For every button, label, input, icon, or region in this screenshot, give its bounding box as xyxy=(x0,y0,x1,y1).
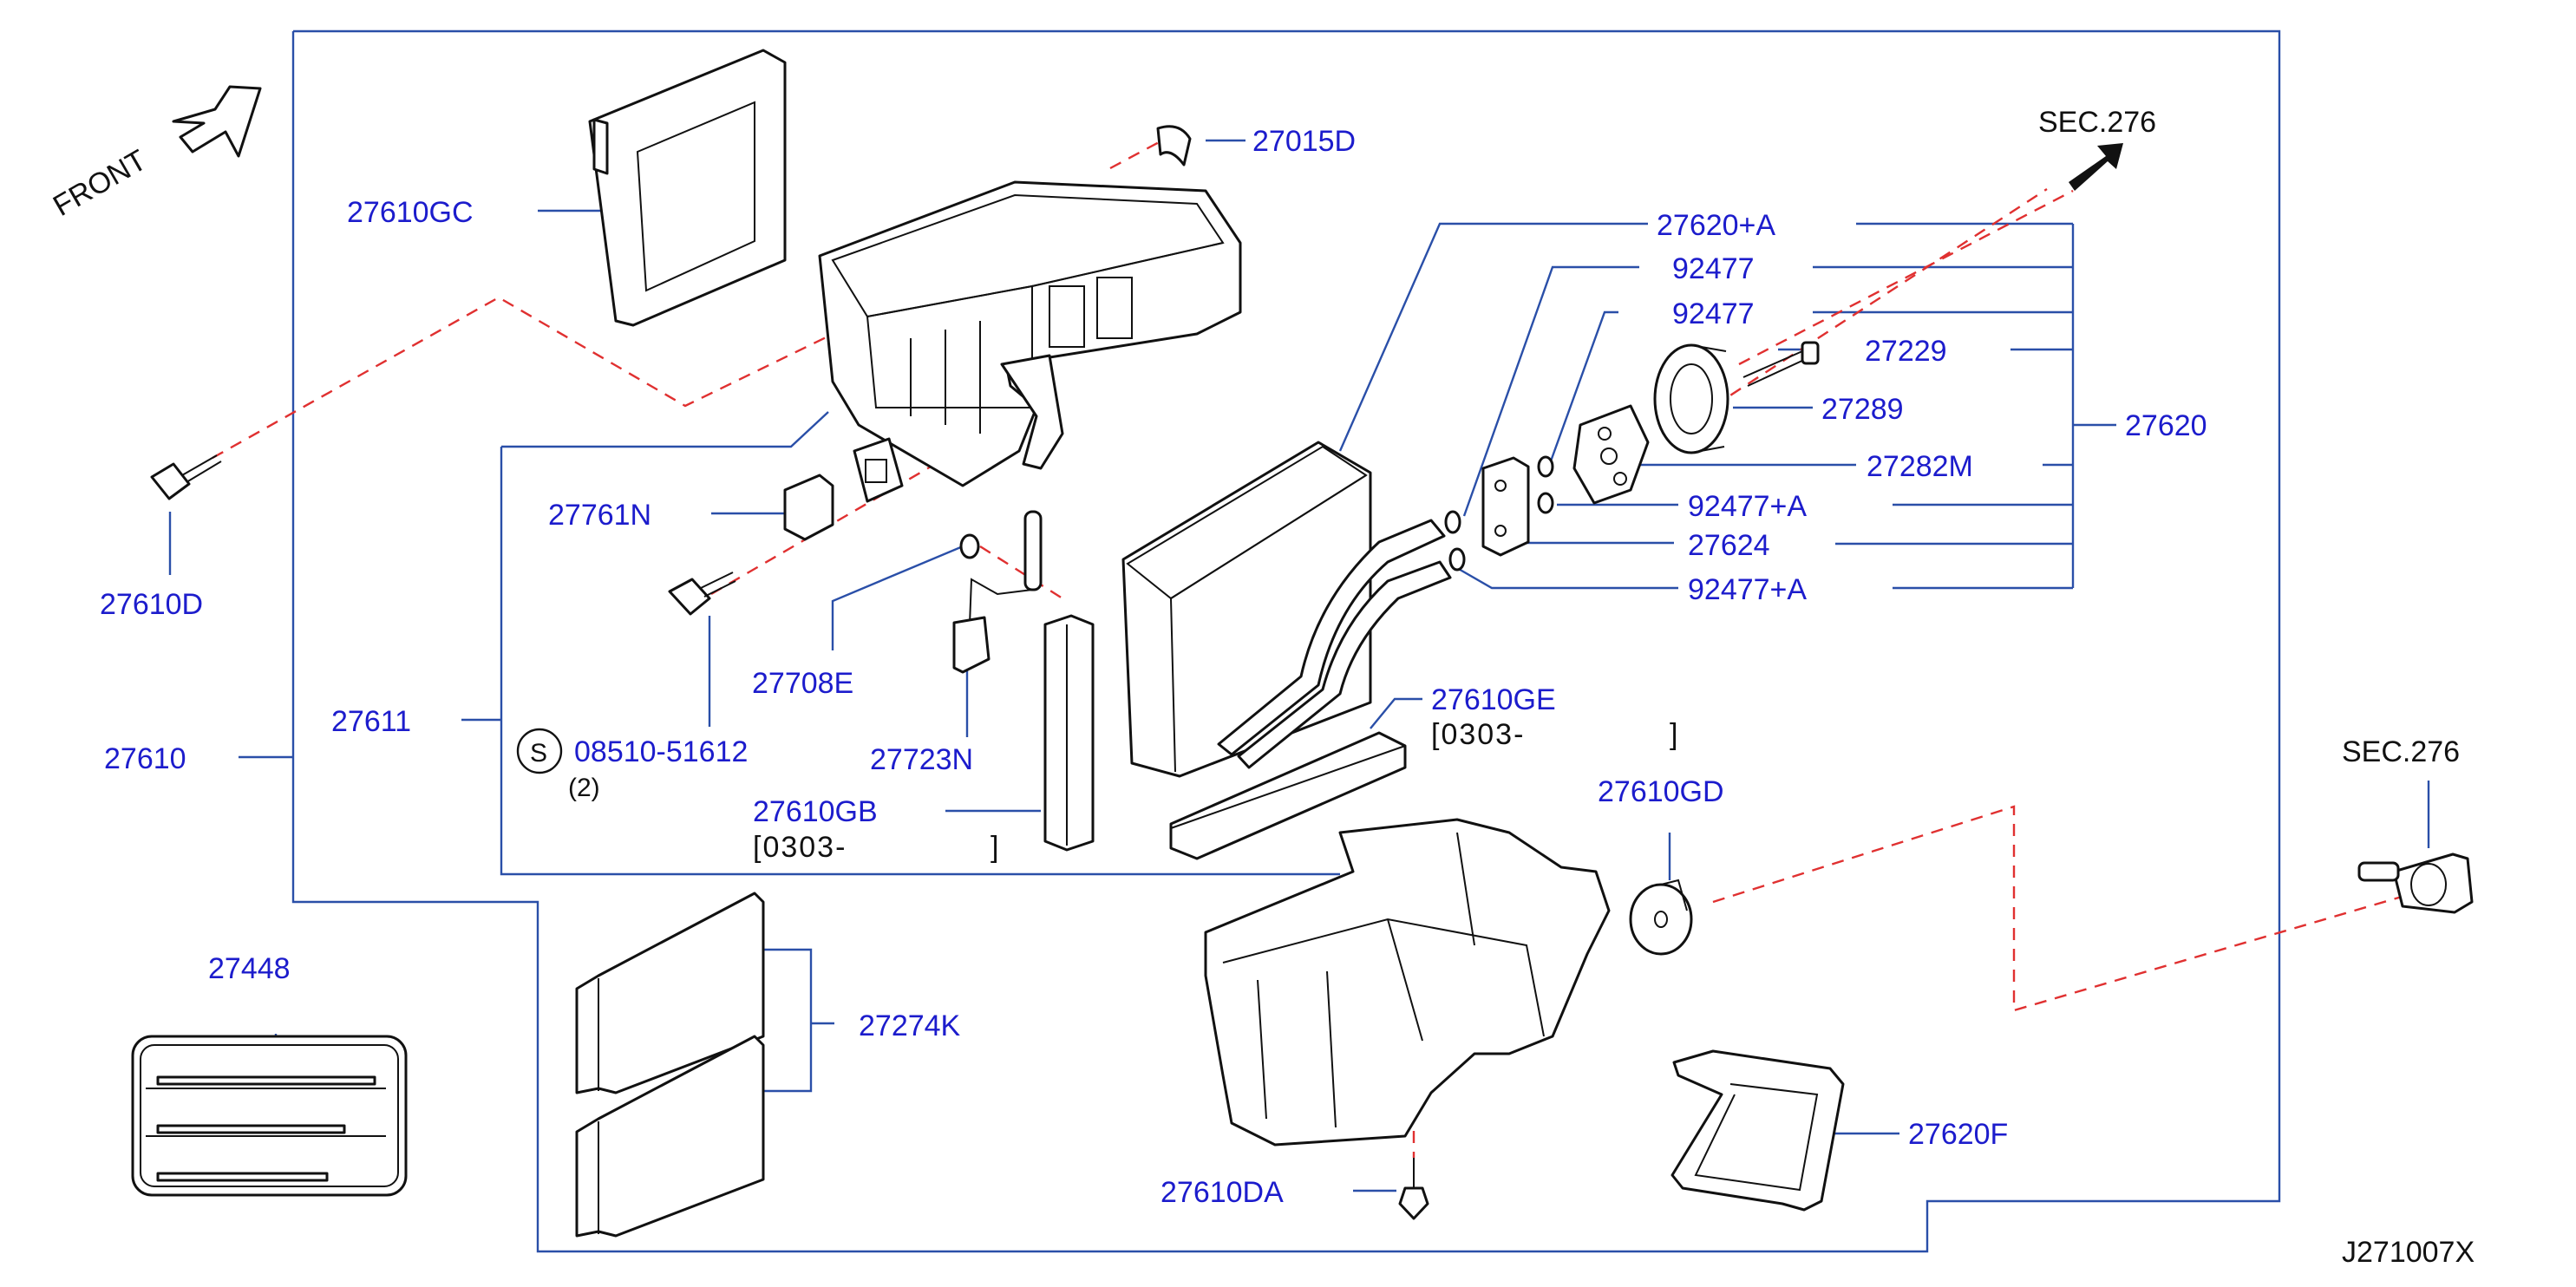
bracket-27620 xyxy=(1813,222,2116,590)
filter-27610GB-icon xyxy=(1043,614,1095,852)
gasket-27610GC-icon xyxy=(588,49,787,327)
part-92477-a-label[interactable]: 92477 xyxy=(1672,252,1755,285)
s-marker-icon xyxy=(516,728,563,774)
evaporator-core-icon xyxy=(1121,441,1452,778)
screw-27610D-icon xyxy=(150,454,222,500)
part-27610GB-date: [0303- xyxy=(753,831,847,864)
part-27610GD-label[interactable]: 27610GD xyxy=(1598,775,1724,808)
heater-housing-upper-icon xyxy=(818,180,1242,487)
part-27620F-label[interactable]: 27620F xyxy=(1908,1118,2008,1151)
flange-27282M-icon xyxy=(1572,404,1650,505)
front-arrow-icon xyxy=(172,85,262,158)
part-27620A-label[interactable]: 27620+A xyxy=(1657,209,1775,242)
expansion-valve-27624-icon xyxy=(1481,456,1530,557)
drain-sec276-right-icon xyxy=(2357,853,2474,914)
part-27229-label[interactable]: 27229 xyxy=(1865,335,1947,368)
part-27610GB-date-close: ] xyxy=(991,831,998,864)
seal-27620F-icon xyxy=(1670,1049,1845,1212)
part-27610GE-label[interactable]: 27610GE xyxy=(1431,683,1556,716)
part-27624-label[interactable]: 27624 xyxy=(1688,529,1770,562)
label-27448-icon xyxy=(131,1035,408,1197)
part-27620-label[interactable]: 27620 xyxy=(2125,409,2207,442)
sensor-27708E-27723N-icon xyxy=(952,510,1043,674)
part-27015D-label[interactable]: 27015D xyxy=(1252,125,1356,158)
part-92477-b-label[interactable]: 92477 xyxy=(1672,297,1755,330)
filters-27274K-icon xyxy=(575,892,765,1238)
part-27610GC-label[interactable]: 27610GC xyxy=(347,196,474,229)
plate-27610GE-icon xyxy=(1169,731,1407,860)
s-marker-label: S xyxy=(530,739,547,768)
part-92477A-a-label[interactable]: 92477+A xyxy=(1688,490,1807,523)
inner-frame-27611 xyxy=(461,411,1340,876)
part-27723N-label[interactable]: 27723N xyxy=(870,743,973,776)
bolt-27229-icon xyxy=(1742,341,1820,387)
part-27610DA-label[interactable]: 27610DA xyxy=(1161,1176,1284,1209)
seal-27015D-icon xyxy=(1156,125,1192,167)
clip-27610DA-icon xyxy=(1398,1158,1429,1220)
part-27761N-label[interactable]: 27761N xyxy=(548,499,651,532)
sec-276-right-label: SEC.276 xyxy=(2342,735,2460,768)
part-27610-label[interactable]: 27610 xyxy=(104,742,186,775)
part-27611-label[interactable]: 27611 xyxy=(331,705,411,738)
part-27610GE-date: [0303- xyxy=(1431,718,1525,751)
resistor-27761N-icon xyxy=(783,437,904,541)
outer-frame xyxy=(239,29,2281,1253)
sec-276-top-label: SEC.276 xyxy=(2038,106,2156,139)
part-27289-label[interactable]: 27289 xyxy=(1821,393,1904,426)
screw-08510-icon xyxy=(668,572,736,616)
arrow-sec276-top-icon xyxy=(2069,143,2123,191)
damper-27610GD-icon xyxy=(1629,879,1693,956)
part-27282M-label[interactable]: 27282M xyxy=(1867,450,1973,483)
leader-lines xyxy=(168,139,2430,1192)
o-rings-icon xyxy=(1444,455,1554,572)
part-27610GB-label[interactable]: 27610GB xyxy=(753,795,878,828)
part-92477A-b-label[interactable]: 92477+A xyxy=(1688,573,1807,606)
quantity-label: (2) xyxy=(568,774,600,802)
part-27610D-label[interactable]: 27610D xyxy=(100,588,203,621)
grommet-27289-icon xyxy=(1653,343,1729,454)
lower-case-icon xyxy=(1204,818,1611,1147)
part-27274K-label[interactable]: 27274K xyxy=(859,1009,961,1042)
part-27610GE-date-close: ] xyxy=(1670,718,1677,751)
drawing-id: J271007X xyxy=(2342,1236,2475,1269)
part-27708E-label[interactable]: 27708E xyxy=(752,667,853,700)
part-08510-51612-label[interactable]: 08510-51612 xyxy=(574,735,748,768)
part-27448-label[interactable]: 27448 xyxy=(208,952,291,985)
front-label: FRONT xyxy=(48,143,152,222)
